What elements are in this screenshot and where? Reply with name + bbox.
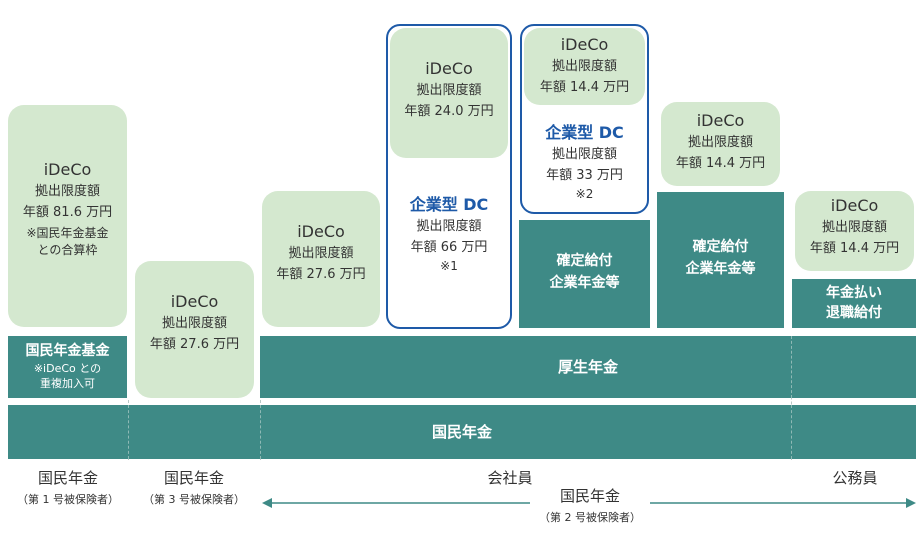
corporate-dc-amount: 年額 66 万円	[410, 240, 488, 255]
db-line2: 企業年金等	[549, 275, 620, 291]
corporate-dc-box-col5: iDeCo 拠出限度額 年額 14.4 万円 企業型 DC 拠出限度額 年額 3…	[520, 24, 649, 214]
ideco-limit-label: 拠出限度額	[34, 184, 100, 199]
db-line2: 企業年金等	[685, 261, 756, 277]
db-line1: 確定給付	[556, 253, 613, 269]
nenkin-barai-line1: 年金払い	[826, 285, 882, 301]
footer-col2-label: 国民年金	[163, 469, 224, 487]
ideco-amount: 年額 14.4 万円	[539, 80, 630, 95]
ideco-title: iDeCo	[297, 222, 345, 241]
divider-6	[260, 405, 261, 459]
ideco-limit-label: 拠出限度額	[416, 83, 482, 98]
ideco-amount: 年額 14.4 万円	[675, 156, 766, 171]
footer-kaishain: 会社員	[487, 469, 533, 487]
footer-col2-sub: （第 3 号被保険者）	[143, 493, 245, 506]
corporate-dc-limit-label: 拠出限度額	[551, 147, 617, 162]
ideco-limit-label: 拠出限度額	[687, 135, 753, 150]
footer-col1-sub: （第 1 号被保険者）	[17, 493, 119, 506]
db-block-col5: 確定給付 企業年金等	[519, 220, 650, 328]
kokumin-nenkin-label: 国民年金	[431, 423, 492, 441]
corporate-dc-amount: 年額 33 万円	[546, 168, 623, 183]
ideco-title: iDeCo	[425, 59, 473, 78]
db-block-col6: 確定給付 企業年金等	[657, 192, 784, 328]
ideco-amount: 年額 27.6 万円	[149, 337, 240, 352]
ideco-box-col1: iDeCo 拠出限度額 年額 81.6 万円 ※国民年金基金 との合算枠	[8, 105, 127, 327]
divider-5	[128, 405, 129, 459]
ideco-title: iDeCo	[560, 35, 609, 54]
footer-komuin: 公務員	[832, 469, 878, 487]
ideco-title: iDeCo	[170, 292, 219, 311]
kosei-nenkin-band: 厚生年金	[260, 336, 916, 398]
db-line1: 確定給付	[692, 239, 749, 255]
kokumin-nenkin-band: 国民年金	[8, 405, 916, 459]
ideco-box-col7: iDeCo 拠出限度額 年額 14.4 万円	[795, 191, 914, 271]
ideco-box-col3: iDeCo 拠出限度額 年額 27.6 万円	[262, 191, 380, 327]
ideco-note: との合算枠	[37, 243, 98, 257]
ideco-limit-label: 拠出限度額	[288, 246, 354, 261]
corporate-dc-note: ※2	[575, 187, 594, 201]
ideco-box-col2: iDeCo 拠出限度額 年額 27.6 万円	[135, 261, 254, 398]
footer-second-label: 国民年金	[530, 486, 650, 506]
divider-7	[791, 405, 792, 459]
ideco-amount: 年額 24.0 万円	[404, 104, 494, 119]
ideco-amount: 年額 81.6 万円	[22, 205, 113, 220]
corporate-dc-limit-label: 拠出限度額	[416, 219, 482, 234]
corporate-dc-note: ※1	[440, 259, 458, 273]
ideco-title: iDeCo	[43, 160, 92, 179]
footer-col1-label: 国民年金	[37, 469, 98, 487]
kokumin-kikin-title: 国民年金基金	[25, 343, 110, 359]
ideco-title: iDeCo	[830, 196, 879, 215]
ideco-limit-label: 拠出限度額	[161, 316, 227, 331]
ideco-note: ※国民年金基金	[26, 226, 109, 240]
nenkin-barai-line2: 退職給付	[826, 305, 882, 321]
kosei-nenkin-label: 厚生年金	[557, 358, 618, 376]
corporate-dc-title: 企業型 DC	[545, 123, 624, 142]
kokumin-kikin-block: 国民年金基金 ※iDeCo との 重複加入可	[8, 336, 127, 398]
nenkin-barai-block: 年金払い 退職給付	[792, 279, 916, 328]
ideco-limit-label: 拠出限度額	[821, 220, 887, 235]
ideco-title: iDeCo	[696, 111, 745, 130]
ideco-box-col6: iDeCo 拠出限度額 年額 14.4 万円	[661, 102, 780, 186]
ideco-box-col4: iDeCo 拠出限度額 年額 24.0 万円	[390, 28, 508, 158]
ideco-limit-label: 拠出限度額	[551, 59, 617, 74]
divider-4	[791, 336, 792, 398]
ideco-amount: 年額 14.4 万円	[809, 241, 900, 256]
corporate-dc-box-col4: iDeCo 拠出限度額 年額 24.0 万円 企業型 DC 拠出限度額 年額 6…	[386, 24, 512, 329]
corporate-dc-title: 企業型 DC	[409, 195, 489, 214]
footer-second-sub: （第 2 号被保険者）	[539, 511, 641, 524]
kokumin-kikin-note: ※iDeCo との	[33, 362, 102, 375]
kokumin-kikin-note: 重複加入可	[40, 377, 95, 390]
divider-3	[791, 336, 792, 460]
ideco-amount: 年額 27.6 万円	[276, 267, 366, 282]
ideco-box-col5: iDeCo 拠出限度額 年額 14.4 万円	[524, 28, 645, 105]
